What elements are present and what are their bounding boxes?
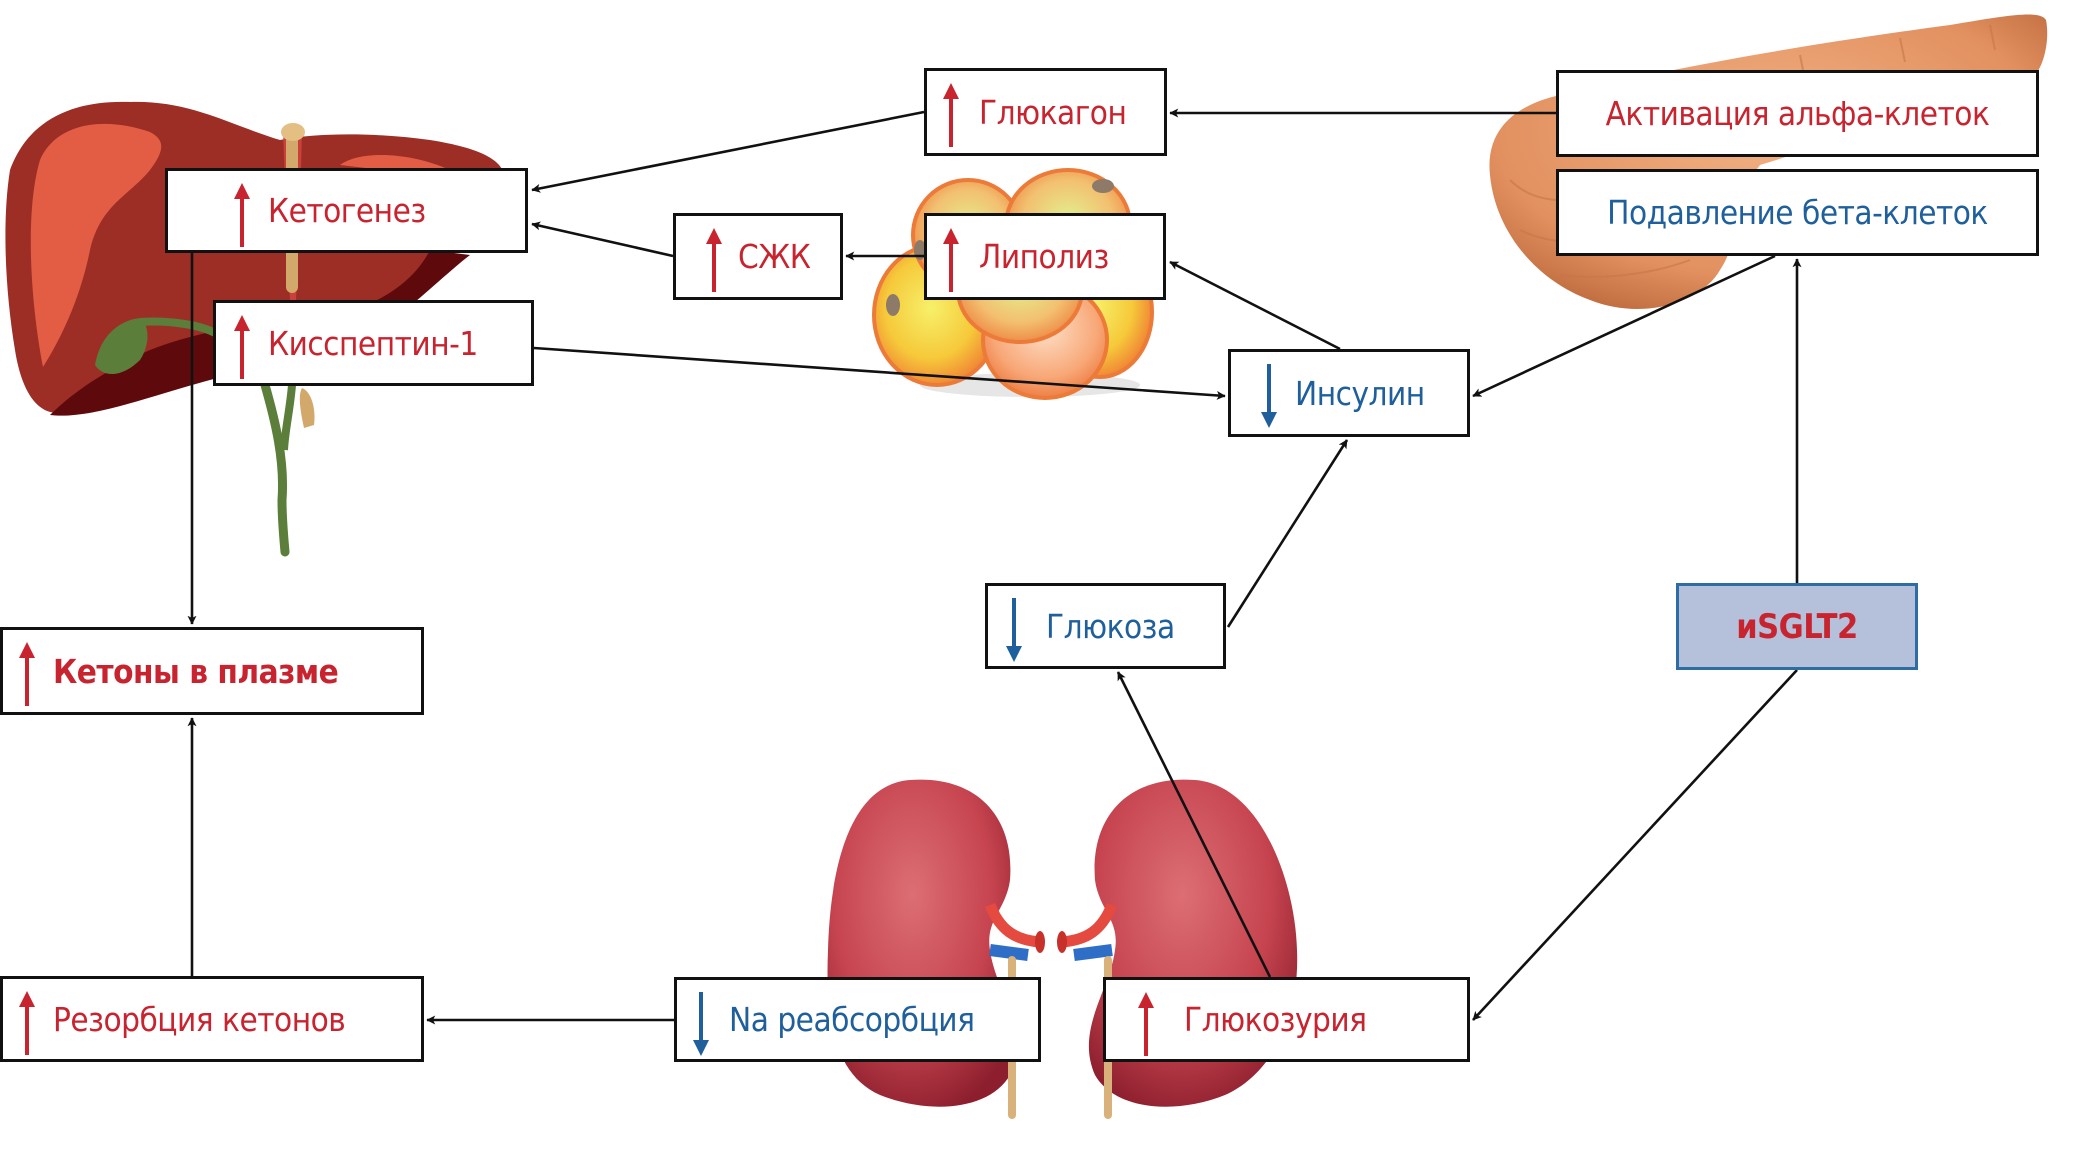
node-label: Липолиз: [979, 237, 1109, 276]
increase-arrow-icon: [234, 315, 250, 379]
node-label: Резорбция кетонов: [53, 999, 346, 1039]
node-beta-cells: Подавление бета-клеток: [1556, 169, 2039, 256]
increase-arrow-icon: [943, 228, 959, 292]
decrease-arrow-icon: [1261, 364, 1277, 428]
node-lipolysis: Липолиз: [924, 213, 1166, 300]
pancreas-illustration: [1489, 14, 2048, 309]
node-label: СЖК: [738, 237, 811, 276]
decrease-arrow-icon: [693, 992, 709, 1056]
decrease-arrow-icon: [1006, 598, 1022, 662]
node-label: Глюкозурия: [1184, 1000, 1367, 1039]
node-label: Na реабсорбция: [729, 1000, 975, 1039]
kidneys-illustration: [827, 779, 1298, 1119]
edge-glucagon-to-ketogenesis: [531, 110, 925, 193]
node-label: Кисспептин-1: [268, 323, 478, 363]
increase-arrow-icon: [943, 83, 959, 147]
node-label: иSGLT2: [1736, 606, 1858, 647]
edge-beta-to-insulin: [1472, 254, 1776, 398]
edge-glucosuria-to-glucose: [1116, 671, 1272, 978]
node-ketone-resorption: Резорбция кетонов: [0, 976, 424, 1062]
increase-arrow-icon: [19, 642, 35, 706]
node-plasma-ketones: Кетоны в плазме: [0, 627, 424, 715]
edge-glucose-to-insulin: [1226, 439, 1349, 628]
node-ketogenesis: Кетогенез: [165, 168, 528, 253]
edge-ffa-to-ketogenesis: [531, 221, 674, 258]
node-glucose: Глюкоза: [985, 583, 1226, 669]
node-label: Инсулин: [1295, 373, 1425, 413]
increase-arrow-icon: [706, 228, 722, 292]
node-insulin: Инсулин: [1228, 349, 1470, 437]
node-label: Кетогенез: [268, 191, 426, 230]
node-glucagon: Глюкагон: [924, 68, 1167, 156]
node-na-reabsorption: Na реабсорбция: [674, 977, 1041, 1062]
node-label: Глюкоза: [1046, 606, 1175, 646]
connectors: [187, 108, 1802, 1025]
node-alpha-cells: Активация альфа-клеток: [1556, 70, 2039, 157]
node-label: Кетоны в плазме: [53, 651, 339, 691]
increase-arrow-icon: [19, 991, 35, 1055]
edge-insulin-to-lipolysis: [1169, 260, 1341, 351]
node-kisspeptin: Кисспептин-1: [213, 300, 534, 386]
node-label: Подавление бета-клеток: [1607, 193, 1988, 232]
increase-arrow-icon: [234, 183, 250, 247]
increase-arrow-icon: [1138, 992, 1154, 1056]
edge-sglt2-to-glucosuria: [1472, 669, 1798, 1021]
edge-kisspeptin-to-insulin: [533, 346, 1226, 400]
node-label: Глюкагон: [979, 92, 1127, 132]
node-label: Активация альфа-клеток: [1605, 94, 1990, 133]
node-sglt2-inhibitor: иSGLT2: [1676, 583, 1918, 670]
node-ffa: СЖК: [673, 213, 843, 300]
node-glucosuria: Глюкозурия: [1103, 977, 1470, 1062]
